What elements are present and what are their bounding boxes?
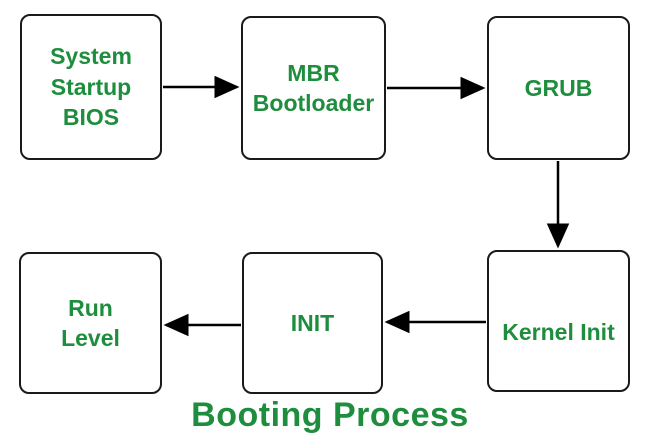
diagram-title: Booting Process xyxy=(191,396,469,434)
node-run-level: Run Level xyxy=(19,252,162,394)
node-kernel-init: Kernel Init xyxy=(487,250,630,392)
node-grub: GRUB xyxy=(487,16,630,160)
node-system-startup-bios: System Startup BIOS xyxy=(20,14,162,160)
node-mbr-bootloader: MBR Bootloader xyxy=(241,16,386,160)
node-init: INIT xyxy=(242,252,383,394)
